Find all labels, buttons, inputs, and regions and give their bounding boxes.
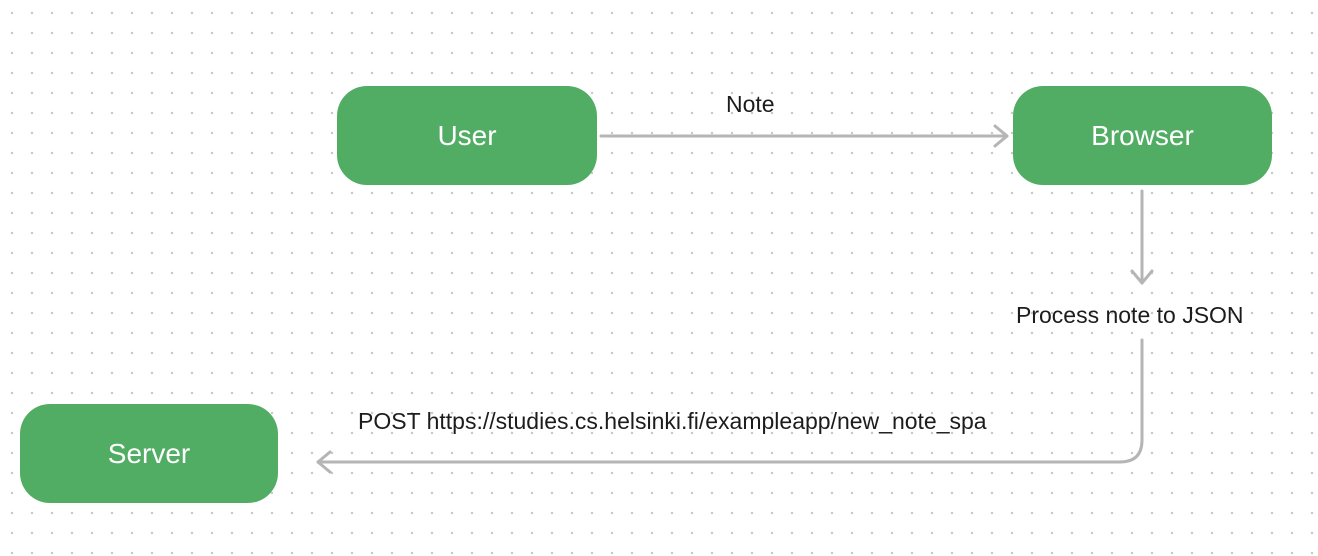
edge-to-server-line xyxy=(316,338,1144,464)
edge-label-process-note: Process note to JSON xyxy=(1016,302,1244,328)
edge-label-note: Note xyxy=(726,91,775,117)
browser-node-label: Browser xyxy=(1091,119,1194,151)
server-node[interactable]: Server xyxy=(20,404,278,503)
user-node-label: User xyxy=(437,119,497,151)
user-node[interactable]: User xyxy=(337,86,597,185)
browser-node[interactable]: Browser xyxy=(1013,86,1272,185)
edge-user-to-browser-arrowhead xyxy=(993,124,1009,148)
edge-label-post-request: POST https://studies.cs.helsinki.fi/exam… xyxy=(358,408,987,434)
edge-to-server-arrowhead xyxy=(316,450,332,474)
server-node-label: Server xyxy=(107,437,191,469)
edge-browser-down-arrowhead xyxy=(1130,269,1154,285)
